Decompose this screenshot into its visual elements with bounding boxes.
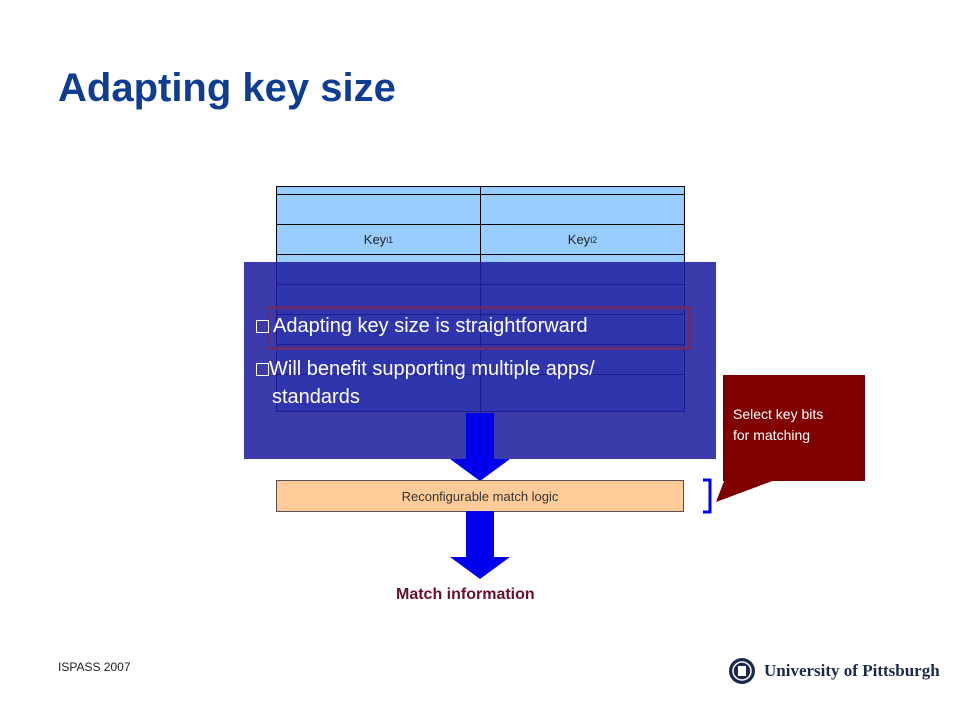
- university-name: University of Pittsburgh: [764, 661, 940, 680]
- callout-line: for matching: [733, 427, 811, 443]
- bullet-2: Will benefit supporting multiple apps/: [256, 356, 595, 382]
- table-row: [277, 187, 685, 195]
- key-label: Key: [363, 232, 387, 247]
- bullet-2-continued: standards: [272, 384, 360, 410]
- callout-text: Select key bits for matching: [733, 404, 863, 446]
- bullet-box-icon: [256, 363, 269, 376]
- down-arrow-icon: [450, 413, 510, 481]
- bullet-box-icon: [256, 320, 269, 333]
- callout-line: Select key bits: [733, 406, 824, 422]
- bullet-text: standards: [272, 386, 360, 408]
- match-information-label: Match information: [396, 586, 535, 603]
- callout-tail-icon: [716, 476, 786, 502]
- bullet-1: Adapting key size is straightforward: [256, 313, 588, 339]
- key-subscript: i1: [386, 234, 394, 245]
- match-logic-box: Reconfigurable match logic: [276, 480, 684, 512]
- key-label: Key: [567, 232, 591, 247]
- table-cell: [481, 195, 685, 224]
- bullet-text: Will benefit supporting multiple apps/: [269, 358, 595, 380]
- university-seal-icon: [729, 658, 755, 684]
- table-cell: [277, 195, 481, 224]
- down-arrow-icon: [450, 511, 510, 579]
- table-row: [277, 195, 685, 225]
- university-logo: University of Pittsburgh: [728, 656, 940, 686]
- table-cell: [277, 187, 481, 194]
- bullet-text: Adapting key size is straightforward: [273, 315, 588, 337]
- callout-box: [723, 375, 865, 481]
- table-cell: [481, 187, 685, 194]
- key-subscript: i2: [590, 234, 598, 245]
- slide-title: Adapting key size: [58, 66, 396, 110]
- bracket-icon: [703, 478, 712, 514]
- footer-text: ISPASS 2007: [58, 660, 131, 674]
